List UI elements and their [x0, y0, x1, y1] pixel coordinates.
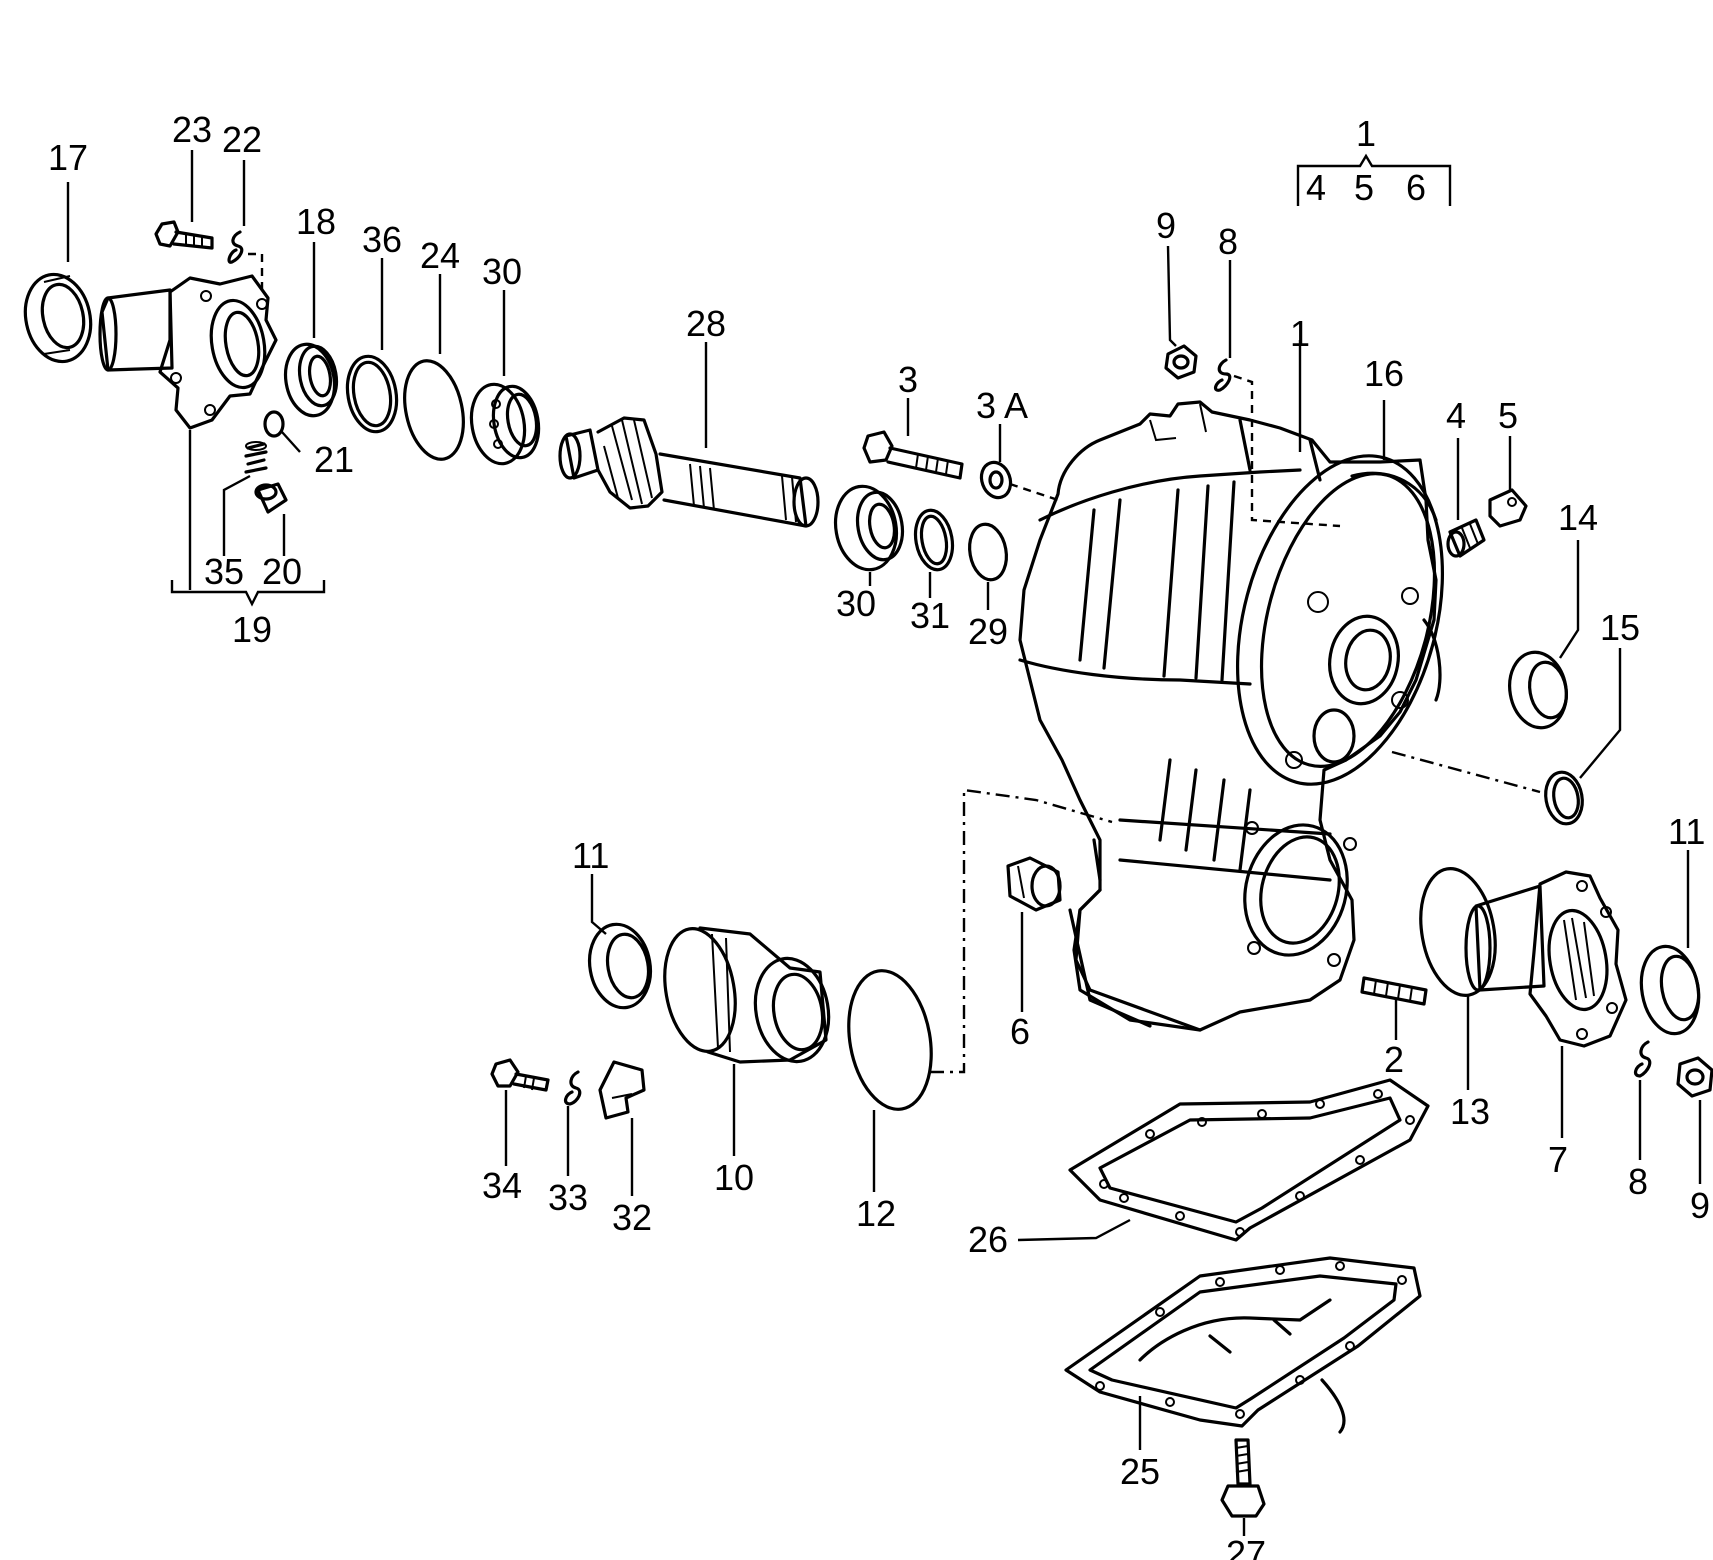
part-4-sender [1446, 518, 1486, 558]
label-8-top: 8 [1218, 221, 1238, 262]
part-18-bearing [283, 342, 339, 418]
label-16: 16 [1364, 353, 1404, 394]
label-18: 18 [296, 201, 336, 242]
part-24-gasket [403, 359, 465, 461]
label-30-bottom: 30 [836, 583, 876, 624]
part-13-gasket [1419, 867, 1497, 997]
label-27: 27 [1226, 1533, 1266, 1560]
part-1-gearbox-housing [1018, 400, 1445, 1032]
part-31-ring-inner [919, 514, 949, 566]
label-5-bracket: 5 [1354, 167, 1374, 208]
label-12: 12 [856, 1193, 896, 1234]
label-11-right: 11 [1668, 811, 1705, 852]
part-8-lock-top [1213, 358, 1232, 392]
part-28-pinion-shaft [558, 416, 820, 528]
label-22: 22 [222, 119, 262, 160]
part-11-seal-right [1639, 944, 1701, 1036]
part-15-ring-inner [1552, 776, 1580, 820]
label-6: 6 [1010, 1011, 1030, 1052]
part-3a-washer [979, 460, 1013, 500]
label-17: 17 [48, 137, 88, 178]
part-26-oil-pan-gasket [1068, 1078, 1430, 1242]
part-29-ring [968, 522, 1008, 582]
callout-labels: 1 4 5 6 17 23 22 18 36 24 30 28 3 3 A 9 … [48, 109, 1710, 1560]
label-13: 13 [1450, 1091, 1490, 1132]
part-36-o-ring [345, 354, 399, 434]
part-30-tapered-bearing [469, 382, 541, 466]
label-32: 32 [612, 1197, 652, 1238]
part-11-seal-left [587, 922, 653, 1010]
part-9-nut-top [1164, 344, 1198, 380]
label-36: 36 [362, 219, 402, 260]
part-12-o-ring [847, 969, 933, 1111]
part-20-plug [254, 482, 288, 514]
part-10-flange [663, 926, 831, 1064]
part-23-bolt [154, 220, 214, 250]
part-19-flange-housing [98, 274, 278, 430]
part-21-small-ring [263, 410, 285, 438]
part-25-oil-pan [1064, 1256, 1422, 1434]
part-17-seal [23, 272, 93, 364]
label-19: 19 [232, 609, 272, 650]
label-9-top: 9 [1156, 205, 1176, 246]
part-22-lock-washer [227, 230, 244, 264]
part-30-bearing-lower [833, 484, 905, 572]
part-7-flange-right [1464, 870, 1628, 1048]
label-3: 3 [898, 359, 918, 400]
label-10: 10 [714, 1157, 754, 1198]
label-31: 31 [910, 595, 950, 636]
label-1-housing: 1 [1290, 313, 1310, 354]
label-24: 24 [420, 235, 460, 276]
part-8-lock-bottom [1633, 1040, 1652, 1078]
part-34-bolt [490, 1058, 550, 1092]
label-35: 35 [204, 551, 244, 592]
part-15-ring [1544, 770, 1584, 826]
label-8-bottom: 8 [1628, 1161, 1648, 1202]
part-16-retainer [1350, 471, 1438, 522]
leader-lines [66, 150, 1702, 1536]
label-33: 33 [548, 1177, 588, 1218]
label-23: 23 [172, 109, 212, 150]
label-7: 7 [1548, 1139, 1568, 1180]
part-14-seal [1508, 650, 1568, 730]
label-14: 14 [1558, 497, 1598, 538]
label-6-bracket: 6 [1406, 167, 1426, 208]
label-11-left: 11 [572, 835, 609, 876]
label-2: 2 [1384, 1039, 1404, 1080]
label-3a: 3 A [976, 385, 1028, 426]
label-30-top: 30 [482, 251, 522, 292]
label-4: 4 [1446, 395, 1466, 436]
label-9-bottom: 9 [1690, 1185, 1710, 1226]
part-5-cap [1488, 488, 1528, 528]
label-26: 26 [968, 1219, 1008, 1260]
label-21: 21 [314, 439, 354, 480]
part-32-bracket [598, 1060, 646, 1120]
part-35-spring [244, 441, 268, 474]
part-9-nut-bottom [1676, 1056, 1713, 1098]
label-28: 28 [686, 303, 726, 344]
part-36-o-ring-inner [351, 360, 393, 428]
label-5: 5 [1498, 395, 1518, 436]
label-29: 29 [968, 611, 1008, 652]
part-31-ring [913, 508, 955, 572]
part-27-drain-bolt [1220, 1438, 1266, 1518]
label-25: 25 [1120, 1451, 1160, 1492]
label-20: 20 [262, 551, 302, 592]
label-4-bracket: 4 [1306, 167, 1326, 208]
part-33-lock [563, 1070, 582, 1106]
label-15: 15 [1600, 607, 1640, 648]
label-34: 34 [482, 1165, 522, 1206]
part-3-bolt [862, 430, 964, 480]
part-2-stud [1360, 976, 1428, 1006]
part-6-plug [1006, 856, 1062, 912]
label-1-top: 1 [1356, 113, 1376, 154]
